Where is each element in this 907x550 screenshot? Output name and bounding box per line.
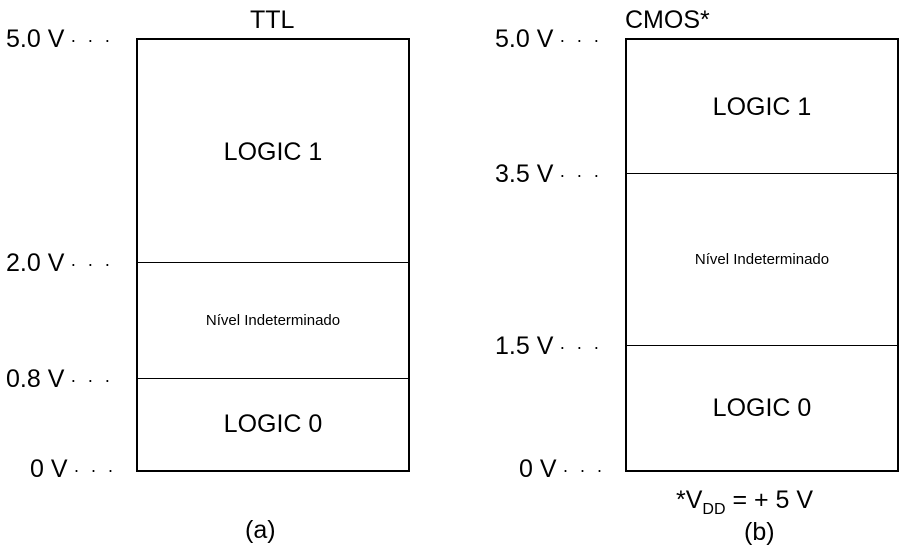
ttl-title: TTL — [250, 6, 295, 34]
cmos-caption: (b) — [744, 518, 775, 546]
ttl-voltage-0v: 0 V· · · — [30, 457, 117, 482]
region-label: LOGIC 0 — [712, 393, 812, 422]
ttl-logic1-region: LOGIC 1 — [138, 40, 408, 264]
dots: · · · — [70, 254, 114, 275]
voltage-text: 0 V — [519, 455, 557, 483]
cmos-voltage-1-5v: 1.5 V· · · — [495, 334, 602, 359]
voltage-text: 5.0 V — [495, 25, 554, 53]
ttl-voltage-2v: 2.0 V· · · — [6, 251, 113, 276]
cmos-voltage-3-5v: 3.5 V· · · — [495, 162, 602, 187]
voltage-text: 3.5 V — [495, 160, 554, 188]
dots: · · · — [73, 460, 117, 481]
footnote-prefix: *V — [676, 486, 703, 514]
ttl-caption: (a) — [245, 516, 276, 544]
cmos-voltage-5v: 5.0 V· · · — [495, 27, 602, 52]
cmos-panel: CMOS* 5.0 V· · · 3.5 V· · · 1.5 V· · · 0… — [450, 0, 907, 550]
cmos-level-box: LOGIC 1 Nível Indeterminado LOGIC 0 — [625, 38, 899, 472]
dots: · · · — [559, 165, 603, 186]
voltage-text: 1.5 V — [495, 332, 554, 360]
region-label: LOGIC 1 — [712, 93, 812, 121]
ttl-level-box: LOGIC 1 Nível Indeterminado LOGIC 0 — [136, 38, 410, 472]
ttl-logic0-region: LOGIC 0 — [138, 378, 408, 470]
voltage-text: 2.0 V — [6, 249, 65, 277]
voltage-text: 5.0 V — [6, 25, 65, 53]
voltage-text: 0 V — [30, 455, 68, 483]
dots: · · · — [70, 370, 114, 391]
footnote-suffix: = + 5 V — [725, 486, 814, 514]
ttl-voltage-0-8v: 0.8 V· · · — [6, 367, 113, 392]
ttl-panel: TTL 5.0 V· · · 2.0 V· · · 0.8 V· · · 0 V… — [0, 0, 450, 550]
cmos-title: CMOS* — [625, 6, 710, 34]
cmos-indeterminate-region: Nível Indeterminado — [627, 173, 897, 345]
dots: · · · — [559, 337, 603, 358]
dots: · · · — [562, 460, 606, 481]
region-label: LOGIC 0 — [223, 410, 323, 438]
dots: · · · — [559, 30, 603, 51]
region-label: Nível Indeterminado — [694, 251, 830, 268]
ttl-indeterminate-region: Nível Indeterminado — [138, 262, 408, 378]
cmos-voltage-0v: 0 V· · · — [519, 457, 606, 482]
ttl-voltage-5v: 5.0 V· · · — [6, 27, 113, 52]
cmos-supply-footnote: *VDD = + 5 V — [676, 486, 813, 519]
region-label: LOGIC 1 — [223, 137, 323, 166]
cmos-logic1-region: LOGIC 1 — [627, 40, 897, 175]
cmos-logic0-region: LOGIC 0 — [627, 345, 897, 470]
dots: · · · — [70, 30, 114, 51]
footnote-subscript: DD — [702, 501, 726, 518]
region-label: Nível Indeterminado — [205, 312, 341, 329]
voltage-text: 0.8 V — [6, 365, 65, 393]
